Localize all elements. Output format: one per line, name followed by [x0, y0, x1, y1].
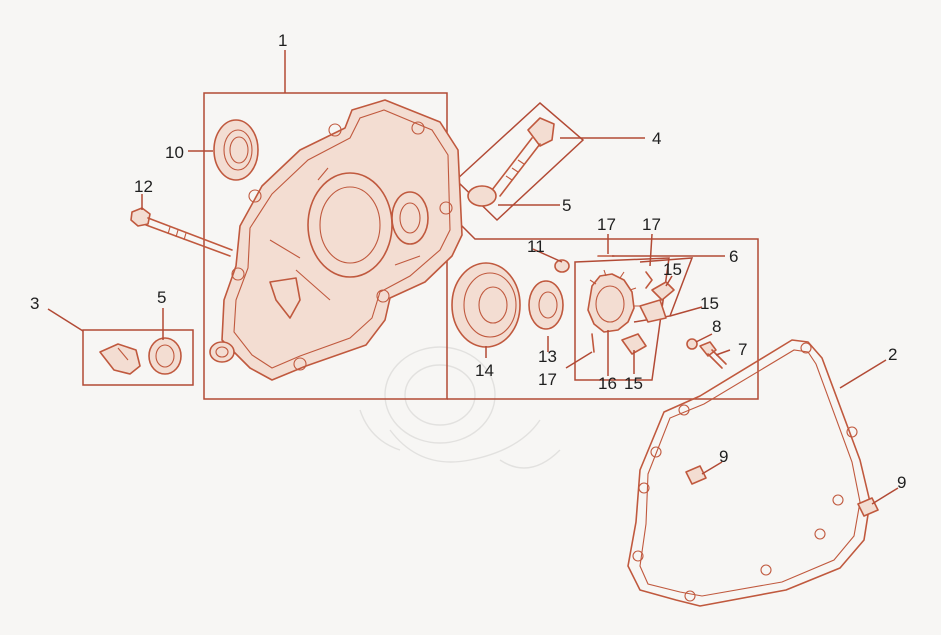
governor-holder-part: [621, 333, 647, 355]
crankcase-cover-part: [209, 99, 463, 381]
callout-17c: 17: [538, 370, 557, 389]
watermark-mascot: [359, 346, 561, 469]
callout-7: 7: [738, 340, 747, 359]
callout-6: 6: [729, 247, 738, 266]
small-washer-part: [686, 338, 698, 350]
dowel-pin-part-b: [857, 497, 879, 517]
callout-15c: 15: [624, 374, 643, 393]
callout-13: 13: [538, 347, 557, 366]
callout-3: 3: [30, 294, 39, 313]
callout-17b: 17: [642, 215, 661, 234]
governor-gear-part: [587, 269, 640, 333]
callout-12: 12: [134, 177, 153, 196]
callout-14: 14: [475, 361, 494, 380]
oil-drain-plug-part: [99, 343, 141, 375]
oil-cap-assembly-box: [82, 329, 194, 386]
callout-8: 8: [712, 317, 721, 336]
governor-assembly-box: [446, 210, 759, 400]
callout-17a: 17: [597, 215, 616, 234]
pin-part-spring: [645, 271, 653, 289]
governor-weight-part-b: [639, 299, 667, 323]
small-bearing-part: [528, 280, 564, 330]
o-ring-part-upper: [467, 185, 497, 207]
governor-subassembly-box: [574, 257, 670, 381]
callout-5a: 5: [157, 288, 166, 307]
ball-bearing-part: [451, 262, 521, 348]
callout-2: 2: [888, 345, 897, 364]
gasket-part: [627, 339, 871, 607]
governor-bolt-part: [699, 341, 727, 369]
callout-labels: 1 2 3 4 5 5 6 7 8 9 9 10 11 12 13 14 15 …: [30, 31, 906, 492]
governor-weight-part-a: [651, 281, 675, 301]
pin-part-lower: [591, 333, 595, 353]
flange-bolt-part: [130, 207, 233, 257]
callout-15b: 15: [700, 294, 719, 313]
callout-1: 1: [278, 31, 287, 50]
callout-4: 4: [652, 129, 661, 148]
dowel-pin-part-a: [685, 465, 707, 485]
washer-part: [554, 259, 570, 273]
leader-lines: [47, 50, 899, 505]
callout-15a: 15: [663, 260, 682, 279]
oil-seal-part: [213, 119, 259, 181]
dipstick-part: [491, 117, 555, 197]
callout-11: 11: [527, 237, 545, 256]
o-ring-part-lower: [148, 337, 182, 375]
callout-9a: 9: [719, 447, 728, 466]
callout-9b: 9: [897, 473, 906, 492]
callout-10: 10: [165, 143, 184, 162]
callout-5b: 5: [562, 196, 571, 215]
callout-16: 16: [598, 374, 617, 393]
